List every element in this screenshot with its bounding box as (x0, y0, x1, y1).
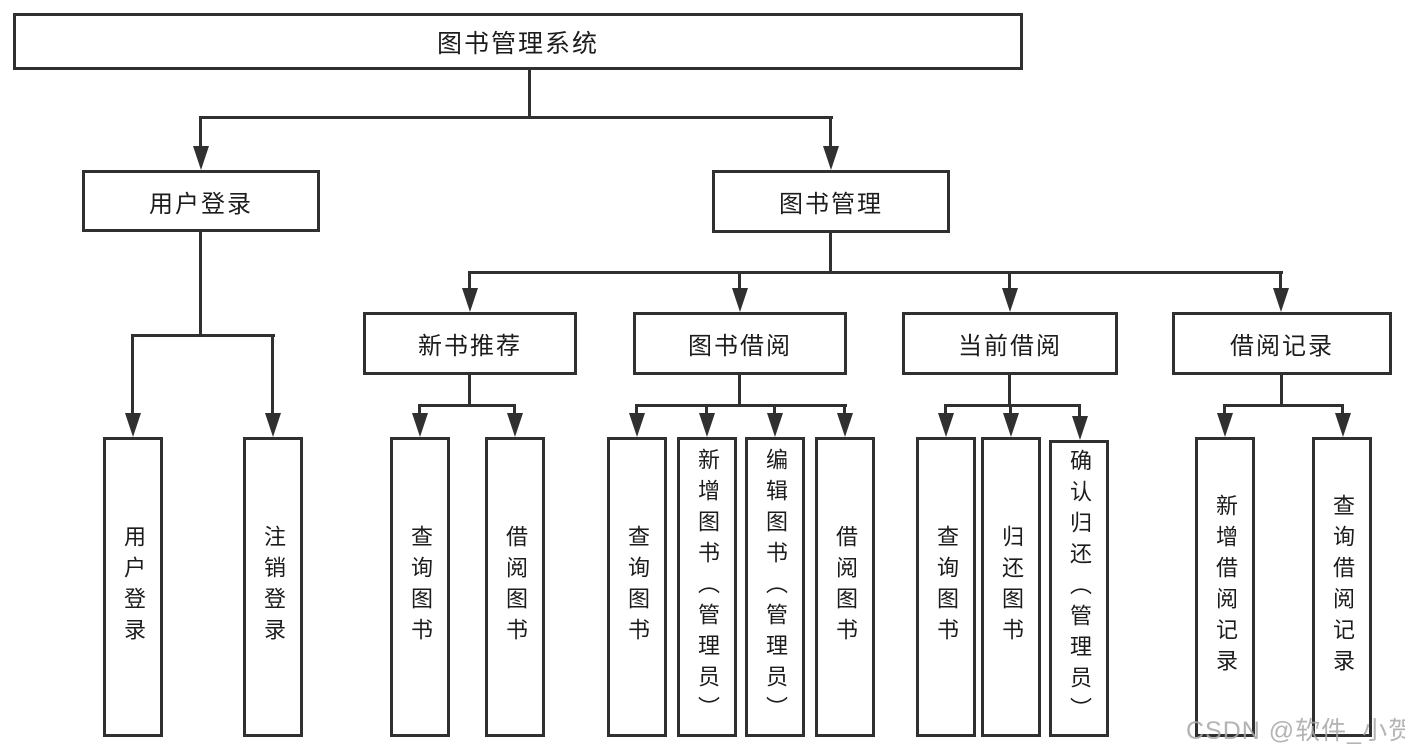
arrow-down-icon (125, 413, 141, 437)
leaf-query-books-current-label: 查询图书 (934, 525, 959, 649)
leaf-confirm-return-admin-label: 确认归还（管理员） (1067, 449, 1092, 728)
leaf-add-book-admin-label: 新增图书（管理员） (695, 447, 720, 727)
node-new-book-recommend: 新书推荐 (363, 312, 577, 375)
leaf-logout-label: 注销登录 (261, 525, 286, 649)
connector-drop-new-book (468, 271, 471, 291)
connector-current-borrow-stem (1008, 375, 1011, 407)
connector-new-book-branch (418, 404, 516, 407)
arrow-down-icon (699, 413, 715, 437)
arrow-down-icon (1217, 413, 1233, 437)
arrow-down-icon (265, 413, 281, 437)
connector-user-login-stem (199, 232, 202, 337)
leaf-query-books-recommend: 查询图书 (390, 437, 450, 737)
leaf-query-books-borrow-label: 查询图书 (625, 525, 650, 649)
connector-drop-current-borrow (1008, 271, 1011, 291)
connector-drop (1078, 404, 1081, 419)
leaf-query-books-current: 查询图书 (916, 437, 976, 737)
leaf-return-books: 归还图书 (981, 437, 1041, 737)
node-user-login-label: 用户登录 (149, 190, 253, 218)
connector-root-branch (199, 116, 833, 119)
node-book-management: 图书管理 (712, 170, 950, 233)
leaf-borrow-books-recommend-label: 借阅图书 (503, 525, 528, 649)
arrow-down-icon (823, 146, 839, 170)
connector-borrow-records-branch (1223, 404, 1344, 407)
connector-drop (773, 404, 776, 416)
connector-book-borrow-stem (738, 375, 741, 407)
connector-new-book-stem (468, 375, 471, 407)
node-new-book-recommend-label: 新书推荐 (418, 333, 522, 360)
node-borrow-records-label: 借阅记录 (1230, 333, 1334, 360)
connector-drop (944, 404, 947, 416)
connector-drop (635, 404, 638, 416)
connector-drop-borrow-records (1279, 271, 1282, 291)
leaf-query-borrow-record: 查询借阅记录 (1312, 437, 1372, 737)
connector-drop (513, 404, 516, 416)
leaf-user-login-label: 用户登录 (121, 525, 146, 649)
connector-drop (843, 404, 846, 416)
arrow-down-icon (767, 413, 783, 437)
leaf-confirm-return-admin: 确认归还（管理员） (1049, 440, 1109, 737)
leaf-query-borrow-record-label: 查询借阅记录 (1330, 494, 1355, 680)
csdn-watermark: CSDN @软件_小贺同学 (1186, 717, 1405, 745)
leaf-edit-book-admin-label: 编辑图书（管理员） (763, 447, 788, 727)
arrow-down-icon (1003, 413, 1019, 437)
arrow-down-icon (507, 413, 523, 437)
leaf-query-books-recommend-label: 查询图书 (408, 525, 433, 649)
leaf-add-book-admin: 新增图书（管理员） (677, 437, 737, 737)
arrow-down-icon (1335, 413, 1351, 437)
node-current-borrow-label: 当前借阅 (958, 333, 1062, 360)
connector-drop-leaf-login (131, 334, 134, 416)
leaf-query-books-borrow: 查询图书 (607, 437, 667, 737)
connector-drop (705, 404, 708, 416)
arrow-down-icon (732, 288, 748, 312)
node-user-login: 用户登录 (82, 170, 320, 232)
connector-borrow-records-stem (1280, 375, 1283, 407)
connector-root-stem (528, 70, 531, 118)
connector-book-borrow-branch (635, 404, 847, 407)
leaf-add-borrow-record-label: 新增借阅记录 (1213, 494, 1238, 680)
connector-drop-leaf-logout (271, 334, 274, 416)
leaf-borrow-books-recommend: 借阅图书 (485, 437, 545, 737)
node-book-management-label: 图书管理 (779, 191, 883, 218)
node-current-borrow: 当前借阅 (902, 312, 1118, 375)
leaf-add-borrow-record: 新增借阅记录 (1195, 437, 1255, 737)
leaf-edit-book-admin: 编辑图书（管理员） (745, 437, 805, 737)
arrow-down-icon (837, 413, 853, 437)
connector-drop-book-management (829, 116, 832, 150)
connector-drop (1341, 404, 1344, 416)
arrow-down-icon (629, 413, 645, 437)
arrow-down-icon (193, 146, 209, 170)
node-borrow-records: 借阅记录 (1172, 312, 1392, 375)
leaf-borrow-books: 借阅图书 (815, 437, 875, 737)
connector-drop-user-login (199, 116, 202, 150)
arrow-down-icon (938, 413, 954, 437)
leaf-logout: 注销登录 (243, 437, 303, 737)
connector-drop-book-borrow (738, 271, 741, 291)
connector-book-management-stem (829, 233, 832, 274)
connector-book-management-branch (468, 271, 1283, 274)
leaf-borrow-books-label: 借阅图书 (833, 525, 858, 649)
arrow-down-icon (1002, 288, 1018, 312)
arrow-down-icon (1072, 416, 1088, 440)
node-book-borrow-label: 图书借阅 (688, 333, 792, 360)
node-root-label: 图书管理系统 (436, 29, 599, 58)
connector-drop (1009, 404, 1012, 416)
connector-user-login-branch (131, 334, 275, 337)
connector-current-borrow-branch (944, 404, 1081, 407)
connector-drop (418, 404, 421, 416)
arrow-down-icon (412, 413, 428, 437)
leaf-user-login: 用户登录 (103, 437, 163, 737)
connector-drop (1223, 404, 1226, 416)
arrow-down-icon (1273, 288, 1289, 312)
arrow-down-icon (462, 288, 478, 312)
node-book-borrow: 图书借阅 (633, 312, 847, 375)
node-root: 图书管理系统 (13, 13, 1023, 70)
leaf-return-books-label: 归还图书 (999, 525, 1024, 649)
